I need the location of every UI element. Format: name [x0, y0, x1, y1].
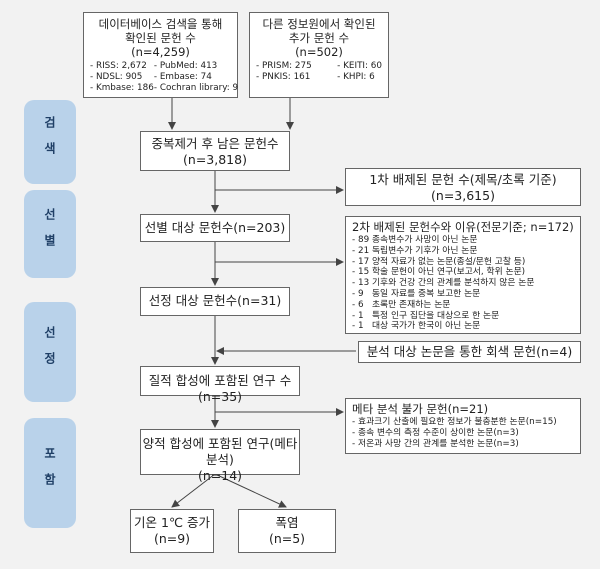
other-item: - PRISM: 275	[256, 61, 312, 71]
other-sources-box: 다른 정보원에서 확인된 추가 문헌 수 (n=502) - PRISM: 27…	[249, 12, 389, 98]
database-item: - Kmbase: 186	[90, 83, 154, 93]
stage-search: 검색	[24, 100, 76, 184]
stage-search-label: 검색	[42, 116, 57, 168]
selected-box: 선정 대상 문헌수(n=31)	[140, 287, 290, 316]
quantitative-box: 양적 합성에 포함된 연구(메타분석) (n=14)	[140, 429, 300, 483]
other-list-right: - KEITI: 60 - KHPI: 6	[337, 61, 382, 83]
stage-selection: 선정	[24, 302, 76, 402]
other-count: (n=502)	[295, 45, 343, 59]
dedup-label: 중복제거 후 남은 문헌수	[151, 136, 279, 151]
second-exclusion-title: 2차 배제된 문헌수와 이유(전문기준; n=172)	[352, 220, 574, 234]
temperature-label: 기온 1℃ 증가	[134, 515, 210, 530]
qualitative-label: 질적 합성에 포함된 연구 수(n=35)	[148, 373, 292, 404]
exclusion-reason: - 6 초록만 존재하는 논문	[352, 299, 451, 310]
meta-not-possible-box: 메타 분석 불가 문헌(n=21) - 효과크기 산출에 필요한 정보가 불충분…	[345, 398, 581, 454]
database-item: - Embase: 74	[153, 72, 212, 82]
stage-inclusion: 포함	[24, 418, 76, 528]
heatwave-count: (n=5)	[268, 531, 306, 546]
stage-screening: 선별	[24, 190, 76, 278]
exclusion-reason: - 15 학술 문헌이 아닌 연구(보고서, 학위 논문)	[352, 267, 526, 278]
qualitative-box: 질적 합성에 포함된 연구 수(n=35)	[140, 366, 300, 404]
stage-selection-label: 선정	[42, 326, 57, 378]
other-item: - PNKIS: 161	[256, 72, 311, 82]
meta-reason: - 저온과 사망 간의 관계를 분석한 논문(n=3)	[352, 439, 519, 449]
stage-inclusion-label: 포함	[42, 447, 57, 499]
exclusion-reason: - 9 동일 자료를 중복 보고한 논문	[352, 288, 481, 299]
exclusion-reason: - 21 독립변수가 기후가 아닌 논문	[352, 245, 478, 256]
screening-box: 선별 대상 문헌수(n=203)	[140, 214, 290, 242]
heatwave-label: 폭염	[275, 515, 299, 530]
first-exclusion-box: 1차 배제된 문헌 수(제목/초록 기준) (n=3,615)	[345, 168, 581, 206]
exclusion-reason: - 89 종속변수가 사망이 아닌 논문	[352, 235, 478, 245]
other-title-1: 다른 정보원에서 확인된	[262, 17, 376, 31]
database-list-right: - PubMed: 413 - Embase: 74 - Cochran lib…	[154, 61, 238, 94]
meta-reason: - 효과크기 산출에 필요한 정보가 불충분한 논문(n=15)	[352, 417, 557, 427]
other-title-2: 추가 문헌 수	[288, 31, 350, 45]
dedup-count: (n=3,818)	[183, 152, 247, 167]
dedup-box: 중복제거 후 남은 문헌수 (n=3,818)	[140, 131, 290, 171]
database-title-1: 데이터베이스 검색을 통해	[98, 17, 223, 31]
exclusion-reason: - 1 특정 인구 집단을 대상으로 한 논문	[352, 310, 500, 321]
database-search-box: 데이터베이스 검색을 통해 확인된 문헌 수 (n=4,259) - RISS:…	[83, 12, 238, 98]
database-list-left: - RISS: 2,672 - NDSL: 905 - Kmbase: 186	[90, 61, 154, 94]
meta-not-possible-title: 메타 분석 불가 문헌(n=21)	[352, 402, 489, 416]
database-count: (n=4,259)	[131, 45, 190, 59]
other-list-left: - PRISM: 275 - PNKIS: 161	[256, 61, 312, 83]
quantitative-count: (n=14)	[197, 468, 243, 483]
grey-literature-box: 분석 대상 논문을 통한 회색 문헌(n=4)	[358, 341, 581, 363]
database-item: - Cochran library: 9	[153, 83, 239, 93]
exclusion-reason: - 13 기후와 건강 간의 관계를 분석하지 않은 논문	[352, 278, 535, 289]
database-item: - PubMed: 413	[153, 61, 218, 71]
heatwave-box: 폭염 (n=5)	[238, 509, 336, 553]
database-title-2: 확인된 문헌 수	[125, 31, 196, 45]
database-item: - NDSL: 905	[90, 72, 143, 82]
stage-screening-label: 선별	[42, 208, 57, 260]
second-exclusion-box: 2차 배제된 문헌수와 이유(전문기준; n=172) - 89 종속변수가 사…	[345, 216, 581, 334]
other-item: - KEITI: 60	[337, 61, 382, 71]
screening-label: 선별 대상 문헌수(n=203)	[144, 220, 286, 235]
quantitative-label: 양적 합성에 포함된 연구(메타분석)	[142, 436, 298, 467]
meta-reason: - 종속 변수의 측정 수준이 상이한 논문(n=3)	[352, 428, 519, 438]
grey-literature-label: 분석 대상 논문을 통한 회색 문헌(n=4)	[366, 344, 573, 359]
temperature-count: (n=9)	[153, 531, 191, 546]
exclusion-reason: - 17 양적 자료가 없는 논문(종설/문헌 고찰 등)	[352, 256, 526, 267]
first-exclusion-count: (n=3,615)	[431, 188, 495, 203]
exclusion-reason: - 1 대상 국가가 한국이 아닌 논문	[352, 321, 481, 332]
meta-not-possible-list: - 효과크기 산출에 필요한 정보가 불충분한 논문(n=15) - 종속 변수…	[352, 417, 574, 450]
selected-label: 선정 대상 문헌수(n=31)	[148, 293, 282, 308]
other-item: - KHPI: 6	[337, 72, 375, 82]
database-item: - RISS: 2,672	[90, 61, 147, 71]
temperature-box: 기온 1℃ 증가 (n=9)	[130, 509, 214, 553]
first-exclusion-label: 1차 배제된 문헌 수(제목/초록 기준)	[369, 172, 557, 187]
second-exclusion-list: - 89 종속변수가 사망이 아닌 논문 - 21 독립변수가 기후가 아닌 논…	[352, 235, 574, 332]
